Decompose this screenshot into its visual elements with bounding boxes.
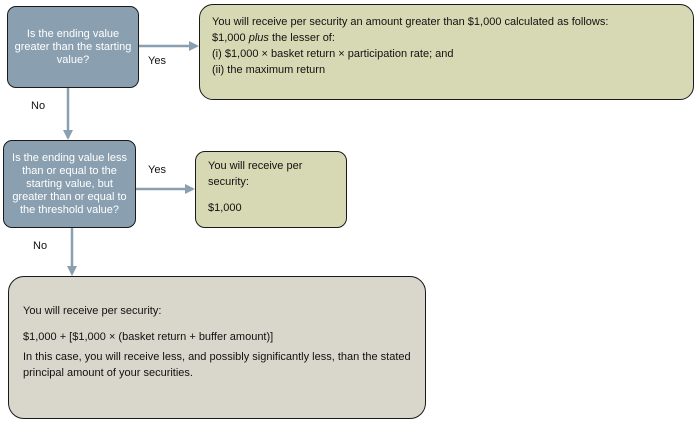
label-yes-1: Yes [148,55,166,67]
outcome-2-line-2: $1,000 [208,202,242,214]
label-no-2: No [33,240,48,252]
outcome-1-line-1: You will receive per security an amount … [212,16,609,28]
outcome-1-line-4: (ii) the maximum return [212,64,326,76]
outcome-2-line-1: You will receive per security: [208,160,303,188]
outcome-1-line-3: (i) $1,000 × basket return × participati… [212,48,454,60]
outcome-box-loss: You will receive per security: $1,000 + … [8,276,426,419]
outcome-1-line-2: $1,000 plus the lesser of: [212,32,335,44]
outcome-box-greater-return: You will receive per security an amount … [199,4,694,100]
decision-box-ending-greater: Is the ending value greater than the sta… [7,6,139,88]
outcome-3-line-2: $1,000 + [$1,000 × (basket return + buff… [23,331,274,343]
decision-box-ending-within-threshold: Is the ending value less than or equal t… [3,140,136,228]
label-yes-2: Yes [148,164,166,176]
decision-text-ending-within-threshold: Is the ending value less than or equal t… [12,151,127,216]
outcome-3-line-1: You will receive per security: [23,305,162,317]
label-no-1: No [31,100,46,112]
outcome-3-line-3: In this case, you will receive less, and… [23,351,411,379]
outcome-box-principal: You will receive per security: $1,000 [195,151,347,228]
decision-text-ending-greater: Is the ending value greater than the sta… [14,27,132,66]
